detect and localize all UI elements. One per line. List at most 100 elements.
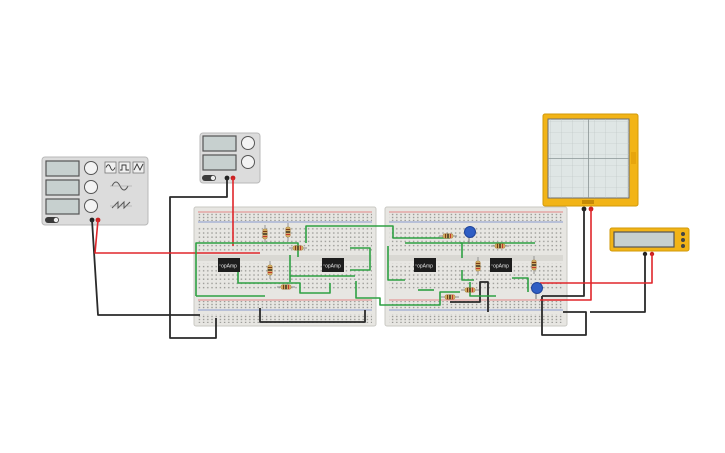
multimeter[interactable] (609, 227, 690, 257)
resistor-band (471, 287, 474, 293)
resistor-band (531, 264, 537, 266)
wire-black[interactable] (169, 178, 228, 339)
resistor[interactable] (531, 256, 537, 274)
multimeter-display (613, 231, 675, 248)
mode-knob-icon[interactable] (681, 244, 685, 248)
capacitor[interactable] (464, 226, 476, 245)
resistor-band (262, 235, 268, 238)
resistor-band (444, 233, 447, 239)
wire-green[interactable] (461, 270, 474, 281)
oscilloscope[interactable] (542, 113, 639, 212)
wire-green[interactable] (305, 225, 450, 243)
wire-green[interactable] (355, 281, 460, 306)
resistor-band (285, 284, 287, 290)
resistor-band (531, 261, 537, 264)
resistor-band (449, 233, 452, 239)
function-generator[interactable] (41, 156, 149, 226)
resistor-band (531, 266, 537, 269)
resistor-band (496, 243, 499, 249)
wire-green[interactable] (350, 247, 371, 271)
resistor-band (475, 262, 481, 265)
wire-green[interactable] (469, 282, 496, 297)
square-wave-icon[interactable] (118, 161, 131, 174)
capacitor[interactable] (531, 282, 543, 300)
resistor-band (469, 287, 471, 293)
resistor[interactable] (277, 284, 295, 290)
amplitude-knob[interactable] (84, 180, 98, 194)
resistor[interactable] (289, 245, 307, 251)
opamp-chip-u2[interactable]: opAmp (322, 258, 344, 272)
chip-label: opAmp (417, 264, 433, 270)
mode-knob-icon[interactable] (681, 232, 685, 236)
resistor[interactable] (285, 223, 291, 241)
resistor[interactable] (267, 261, 273, 279)
resistor-band (282, 284, 285, 290)
wire-black[interactable] (542, 209, 585, 297)
resistor-band (475, 267, 481, 270)
offset-knob[interactable] (84, 199, 98, 213)
amplitude-display (45, 179, 80, 196)
resistor-band (475, 265, 481, 267)
power-toggle-icon[interactable] (45, 217, 59, 223)
wire-green[interactable] (387, 246, 405, 281)
resistor-band (466, 287, 469, 293)
wire-black[interactable] (450, 281, 489, 312)
resistor[interactable] (491, 243, 509, 249)
vertical-scale-control[interactable] (631, 152, 636, 164)
resistor-band (267, 271, 273, 274)
frequency-knob[interactable] (84, 161, 98, 175)
resistor-band (262, 233, 268, 235)
voltage-knob-icon[interactable] (241, 136, 255, 150)
resistor-band (299, 245, 302, 251)
resistor-band (449, 294, 451, 300)
chip-label: opAmp (221, 264, 237, 270)
current-knob-icon[interactable] (241, 155, 255, 169)
sawtooth-wave-icon (110, 200, 132, 210)
wire-red[interactable] (540, 254, 653, 284)
resistor-band (446, 294, 449, 300)
resistor-band (267, 269, 273, 271)
wire-black[interactable] (541, 296, 587, 336)
voltage-display (202, 135, 237, 152)
resistor-band (287, 284, 290, 290)
resistor-band (297, 245, 299, 251)
resistor-band (294, 245, 297, 251)
resistor[interactable] (262, 225, 268, 243)
offset-display (45, 198, 80, 215)
resistor-band (499, 243, 501, 249)
resistor-band (501, 243, 504, 249)
current-display (202, 154, 237, 171)
resistor[interactable] (461, 287, 479, 293)
wire-black[interactable] (91, 219, 200, 316)
resistor-band (447, 233, 449, 239)
frequency-display (45, 160, 80, 177)
resistor-band (267, 266, 273, 269)
wire-red[interactable] (94, 219, 260, 254)
chip-label: opAmp (325, 264, 341, 270)
triangle-wave-icon[interactable] (132, 161, 145, 174)
chip-label: opAmp (493, 264, 509, 270)
wire-green[interactable] (512, 277, 529, 292)
opamp-chip-u1[interactable]: opAmp (218, 258, 240, 272)
sine-wave-icon (110, 181, 132, 191)
power-supply[interactable] (199, 132, 261, 184)
resistor-band (285, 231, 291, 233)
sine-wave-icon[interactable] (104, 161, 117, 174)
wire-black[interactable] (259, 308, 366, 323)
resistor-band (285, 233, 291, 236)
wire-red[interactable] (540, 209, 592, 301)
resistor-band (262, 230, 268, 233)
wire-green[interactable] (237, 267, 331, 294)
wire-black[interactable] (590, 254, 646, 313)
resistor[interactable] (439, 233, 457, 239)
resistor[interactable] (475, 257, 481, 275)
opamp-chip-u3[interactable]: opAmp (414, 258, 436, 272)
mode-knob-icon[interactable] (681, 238, 685, 242)
opamp-chip-u4[interactable]: opAmp (490, 258, 512, 272)
resistor-band (451, 294, 454, 300)
resistor-band (285, 228, 291, 231)
resistor[interactable] (441, 294, 459, 300)
oscilloscope-label (582, 200, 594, 204)
power-toggle-icon[interactable] (202, 175, 216, 181)
